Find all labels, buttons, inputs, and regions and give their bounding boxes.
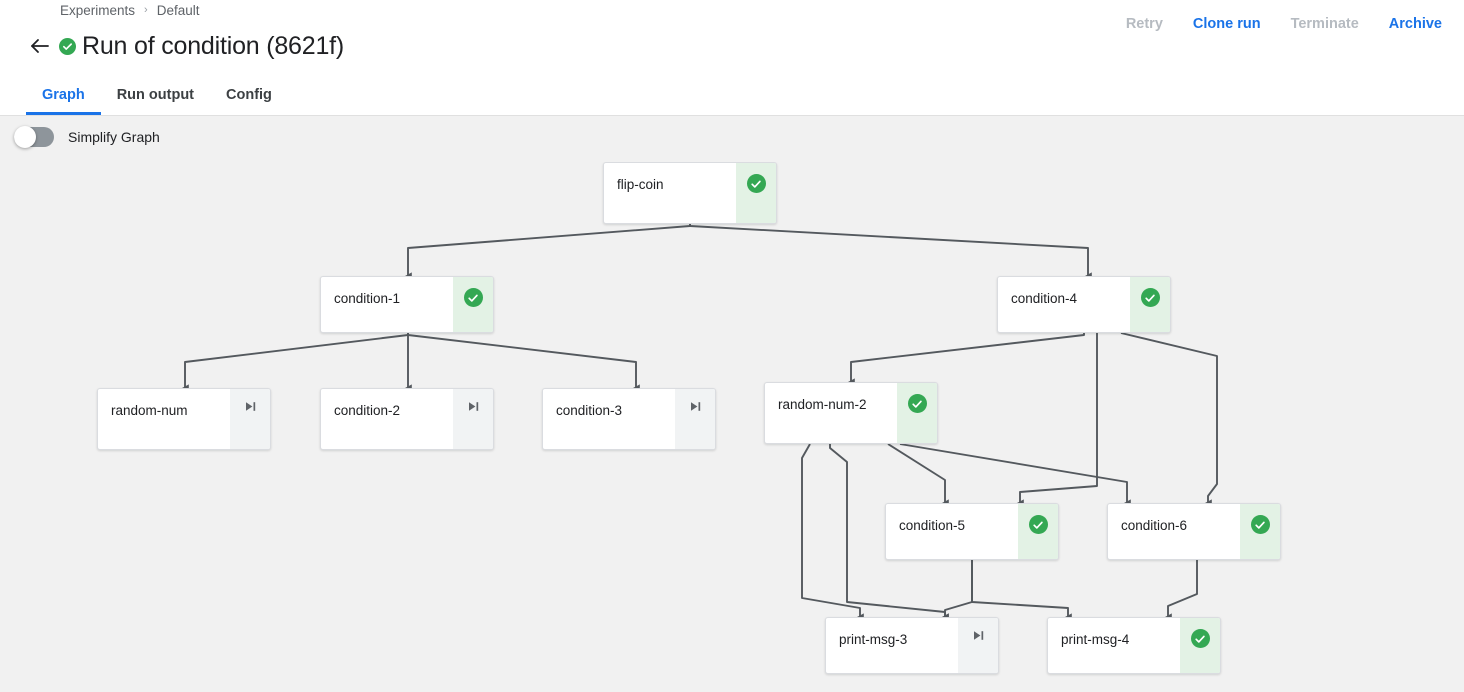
check-circle-icon	[1028, 515, 1048, 534]
graph-edge	[899, 443, 1131, 507]
tab-graph[interactable]: Graph	[26, 87, 101, 115]
graph-node-status-strip	[453, 277, 493, 332]
breadcrumb-separator-icon: ›	[144, 4, 148, 16]
toggle-knob	[14, 126, 36, 148]
breadcrumb-item-experiments[interactable]: Experiments	[60, 2, 136, 18]
graph-edge	[801, 443, 864, 621]
retry-button[interactable]: Retry	[1125, 16, 1163, 32]
graph-canvas[interactable]: flip-coin condition-1 condition-4 random-nu…	[0, 162, 1464, 692]
check-circle-icon	[1190, 629, 1210, 648]
simplify-graph-label: Simplify Graph	[68, 129, 160, 145]
graph-node-condition-4[interactable]: condition-4	[997, 276, 1171, 333]
graph-edge	[1165, 560, 1198, 621]
graph-node-status-strip	[958, 618, 998, 673]
archive-button[interactable]: Archive	[1388, 16, 1442, 32]
graph-node-label: condition-1	[334, 291, 401, 306]
graph-node-random-num-2[interactable]: random-num-2	[764, 382, 938, 444]
skip-to-end-icon	[689, 400, 702, 415]
check-circle-icon	[1140, 288, 1160, 307]
graph-edge	[887, 443, 949, 507]
graph-node-flip-coin[interactable]: flip-coin	[603, 162, 777, 224]
graph-edge	[1017, 333, 1098, 507]
graph-toolbar: Simplify Graph	[0, 117, 1464, 162]
graph-node-label: print-msg-4	[1061, 632, 1130, 647]
graph-node-status-strip	[1130, 277, 1170, 332]
page-title: Run of condition (8621f)	[82, 31, 345, 60]
graph-node-label: condition-4	[1011, 291, 1078, 306]
skip-to-end-icon	[972, 629, 985, 644]
check-circle-icon	[907, 394, 927, 413]
arrow-left-icon[interactable]	[26, 30, 52, 62]
graph-edge-layer	[182, 224, 1218, 621]
graph-edge	[971, 560, 1072, 621]
graph-node-status-strip	[897, 383, 937, 443]
graph-node-label: condition-5	[899, 518, 966, 533]
graph-edge	[182, 333, 409, 392]
graph-node-label: condition-6	[1121, 518, 1188, 533]
terminate-button[interactable]: Terminate	[1290, 16, 1359, 32]
graph-node-condition-3[interactable]: condition-3	[542, 388, 716, 450]
graph-edge	[689, 224, 1092, 280]
graph-node-print-msg-3[interactable]: print-msg-3	[825, 617, 999, 674]
tab-config[interactable]: Config	[226, 87, 272, 103]
graph-node-status-strip	[230, 389, 270, 449]
check-circle-icon	[52, 30, 82, 62]
check-circle-icon	[746, 174, 766, 193]
breadcrumb: Experiments › Default	[60, 0, 199, 20]
check-circle-icon	[463, 288, 483, 307]
tab-run-output[interactable]: Run output	[116, 87, 195, 103]
header-actions: Retry Clone run Terminate Archive	[1126, 10, 1442, 38]
graph-node-label: condition-2	[334, 403, 401, 418]
graph-node-label: flip-coin	[617, 177, 664, 192]
graph-node-label: condition-3	[556, 403, 623, 418]
graph-edge	[848, 333, 1085, 386]
graph-node-random-num[interactable]: random-num	[97, 388, 271, 450]
graph-edge	[1120, 332, 1218, 507]
graph-edge	[405, 224, 691, 280]
graph-node-condition-2[interactable]: condition-2	[320, 388, 494, 450]
tab-bar: Graph Run output Config	[0, 72, 1464, 116]
graph-node-status-strip	[1018, 504, 1058, 559]
graph-node-condition-6[interactable]: condition-6	[1107, 503, 1281, 560]
graph-node-condition-1[interactable]: condition-1	[320, 276, 494, 333]
graph-node-print-msg-4[interactable]: print-msg-4	[1047, 617, 1221, 674]
graph-node-label: print-msg-3	[839, 632, 908, 647]
check-circle-icon	[1250, 515, 1270, 534]
graph-node-label: random-num-2	[778, 397, 867, 412]
graph-node-status-strip	[675, 389, 715, 449]
skip-to-end-icon	[244, 400, 257, 415]
graph-node-status-strip	[1240, 504, 1280, 559]
breadcrumb-item-default[interactable]: Default	[156, 2, 200, 18]
graph-edge	[407, 333, 640, 392]
title-row: Run of condition (8621f)	[26, 28, 344, 64]
graph-node-status-strip	[1180, 618, 1220, 673]
simplify-graph-toggle[interactable]	[14, 126, 54, 148]
graph-node-status-strip	[736, 163, 776, 223]
page-header: Experiments › Default Run of condition (…	[0, 0, 1464, 72]
graph-node-status-strip	[453, 389, 493, 449]
clone-run-button[interactable]: Clone run	[1192, 16, 1261, 32]
graph-node-label: random-num	[111, 403, 188, 418]
skip-to-end-icon	[467, 400, 480, 415]
graph-edge	[942, 560, 973, 621]
graph-node-condition-5[interactable]: condition-5	[885, 503, 1059, 560]
